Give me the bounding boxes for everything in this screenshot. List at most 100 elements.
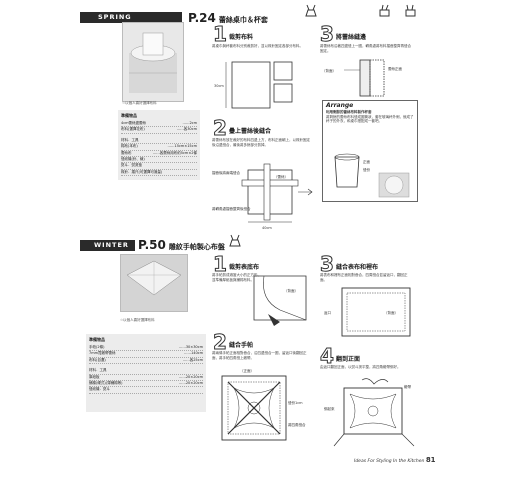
- spring-material-row: 材料．工具: [121, 137, 197, 145]
- winter-season-tag: WINTER: [94, 241, 129, 249]
- spring-photo-illustration: [129, 32, 177, 93]
- winter-step3-desc: 將表布和裡布正面相對疊合，四周縫合並留返口，翻回正面。: [320, 273, 408, 282]
- spring-cup-label-a: 正面: [363, 159, 371, 164]
- winter-step2-number: 2: [213, 330, 228, 354]
- winter-step3-title: 縫合表布和裡布: [336, 264, 379, 271]
- winter-material-name: 材料．工具: [89, 368, 107, 373]
- spring-materials-box: 準備物品 4cm蕾絲邊蕾絲 ……2cm 布料(選擇花布) ……各30cm 材料．工具棉布…: [118, 110, 200, 180]
- winter-front-label: （正面）: [240, 368, 254, 373]
- winter-step2-desc: 將兩條手帕正面相對疊合，沿四邊縫合一圈，留返口後翻回正面，將手帕四角縫上緞帶。: [212, 351, 307, 360]
- winter-material-name: 手帕(2條): [89, 345, 105, 349]
- spring-material-name: 材料．工具: [121, 137, 139, 142]
- spring-material-name: 棉布(本布): [121, 144, 138, 149]
- spring-product-photo: [122, 22, 184, 102]
- spring-material-row: 4cm蕾絲邊蕾絲 ……2cm: [121, 121, 197, 128]
- spring-materials-heading: 準備物品: [121, 113, 137, 118]
- spring-material-value: ……各30cm: [176, 127, 197, 132]
- footer-text: Ideas For Styling In the Kitchen: [354, 459, 425, 464]
- winter-material-row: 厚紙板 ……20×20cm: [89, 374, 203, 382]
- spring-lace-note: 蕾絲正面: [388, 66, 402, 71]
- winter-material-name: 厚紙板: [89, 374, 100, 379]
- winter-step2-diagram: （正面） 縫份1cm 將四角縫合: [221, 368, 306, 441]
- spring-arrange-box: Arrange 利用剩餘的蕾絲布料製作杯套 將剩餘的蕾絲布料縫成圓筒狀，套在玻璃…: [322, 100, 418, 202]
- spring-photo-caption: ☆以個人喜好選擇布料: [122, 101, 157, 105]
- spring-step1-title: 裁剪布料: [229, 34, 254, 41]
- page-number: 81: [425, 456, 436, 464]
- spring-material-row: 熨斗．熨燙墊: [121, 163, 197, 170]
- spring-step2-desc: 將蕾絲布放在裁好的布料四邊上方，布料正面朝上，以珠針固定後沿邊縫合，最後將多餘部…: [212, 138, 310, 147]
- winter-material-row: 縫紉機．熨斗: [89, 387, 203, 394]
- spring-arrange-heading: Arrange: [326, 102, 354, 109]
- spring-title-text: 蕾絲桌巾＆杯套: [218, 16, 268, 24]
- winter-opening-label: 返口: [324, 310, 332, 315]
- winter-material-row: 手帕(2條) ……30×30cm: [89, 345, 203, 352]
- winter-material-value: ……140cm: [183, 351, 203, 356]
- winter-material-row: 鋪棉(硬式)(薄鋪棉等)……20×20cm: [89, 381, 203, 388]
- spring-cup-icon-b: [405, 4, 416, 17]
- spring-cup-icon-a: [379, 4, 390, 17]
- winter-step3-number: 3: [320, 252, 335, 276]
- winter-header-icon: [229, 234, 241, 247]
- winter-material-value: ……30×30cm: [178, 345, 203, 349]
- spring-cup-label-b: 縫份: [363, 167, 371, 172]
- winter-material-name: 布料(自選): [89, 357, 106, 362]
- spring-arrange-diagram: 正面 縫份: [334, 153, 410, 198]
- winter-photo-illustration: [121, 255, 187, 311]
- spring-cut-note: 摺疊後將兩端縫合: [212, 170, 240, 175]
- spring-season-tag: SPRING: [98, 13, 132, 21]
- spring-arrange-desc: 將剩餘的蕾絲布料縫成圓筒狀，套在玻璃杯外側，就成了杯子的外衣，和桌巾搭配成一套吧…: [326, 114, 414, 124]
- spring-material-name: 4cm蕾絲邊蕾絲: [121, 121, 147, 125]
- winter-photo-caption: ☆以個人喜好選擇布料: [120, 318, 155, 322]
- spring-arrange-sub: 利用剩餘的蕾絲布料製作杯套: [326, 110, 372, 114]
- spring-material-value: ……各蕾絲用布約5cm×2條: [152, 150, 197, 155]
- spring-step1-desc: 將桌巾與杯套布料分別裁剪好，並以珠針固定各部分布料。: [212, 44, 303, 48]
- spring-material-row: 珠針．捲尺(可選擇可適量): [121, 170, 197, 177]
- winter-step4-number: 4: [320, 344, 335, 368]
- spring-material-value: ……2cm: [182, 121, 197, 125]
- spring-step2-number: 2: [213, 116, 228, 140]
- spring-material-name: 熨斗．熨燙墊: [121, 163, 142, 168]
- winter-corner-label: 將四角縫合: [288, 422, 306, 427]
- winter-ribbon-label: 緞帶: [404, 384, 412, 389]
- spring-header-icon: [305, 4, 317, 17]
- winter-materials-heading: 準備物品: [89, 337, 105, 342]
- spring-step1-number: 1: [213, 22, 228, 46]
- winter-back-label-3: （背面）: [384, 310, 398, 315]
- spring-back-label: （背面）: [322, 68, 336, 73]
- winter-seam-label: 縫份1cm: [288, 400, 303, 405]
- spring-material-row: 蕾絲布 ……各蕾絲用布約5cm×2條: [121, 150, 197, 158]
- winter-title-text: 雕紋手帕製心布盤: [168, 243, 225, 251]
- winter-step1-title: 裁剪表底布: [229, 264, 260, 271]
- spring-step3-desc: 將蕾絲布沿著四邊縫上一圈，轉角處將布料摺疊整齊再縫合固定。: [320, 44, 411, 53]
- spring-material-row: 棉布(本布) ……15cm×15cm: [121, 144, 197, 151]
- spring-corner-note: 將轉角處摺疊整齊後縫合: [212, 206, 251, 211]
- spring-material-value: ……15cm×15cm: [167, 144, 197, 149]
- winter-material-name: 縫紉機．熨斗: [89, 387, 110, 392]
- winter-step4-title: 翻到正面: [336, 356, 361, 363]
- winter-step2-title: 縫合手帕: [229, 342, 254, 349]
- spring-step2-diagram: 40cm （蕾絲） 摺疊後將兩端縫合 將轉角處摺疊整齊後縫合: [212, 163, 313, 230]
- spring-page-number: P.24: [188, 11, 216, 25]
- spring-header-bar: [80, 12, 182, 23]
- spring-material-name: 縫紉機(針、線): [121, 157, 145, 162]
- winter-material-row: 材料．工具: [89, 368, 203, 375]
- winter-page-number: P.50: [138, 238, 166, 252]
- winter-material-name: 7mm寬緞帶蕾絲: [89, 351, 116, 356]
- spring-step3-number: 3: [320, 22, 335, 46]
- spring-step2-title: 疊上蕾絲後縫合: [229, 128, 272, 135]
- spring-step1-diagram: 30cm: [214, 61, 293, 109]
- spring-material-name: 布料(選擇花布): [121, 127, 145, 132]
- winter-back-label-1: （背面）: [284, 288, 298, 293]
- winter-material-row: 布料(自選)……各25cm: [89, 357, 203, 365]
- winter-material-value: ……20×20cm: [178, 374, 203, 379]
- spring-dim-a: 30cm: [214, 84, 224, 88]
- spring-step3-title: 將蕾絲縫邊: [336, 34, 367, 41]
- winter-step4-desc: 由返口翻回正面，以熨斗燙平整，將四角緞帶綁好。: [320, 365, 401, 369]
- spring-material-name: 蕾絲布: [121, 150, 132, 155]
- spring-material-row: 縫紉機(針、線): [121, 157, 197, 164]
- winter-material-row: 7mm寬緞帶蕾絲 ……140cm: [89, 351, 203, 358]
- spring-lace-label: （蕾絲）: [274, 174, 288, 179]
- winter-material-value: ……20×20cm: [178, 381, 203, 386]
- winter-step1-diagram: （背面）: [253, 275, 307, 326]
